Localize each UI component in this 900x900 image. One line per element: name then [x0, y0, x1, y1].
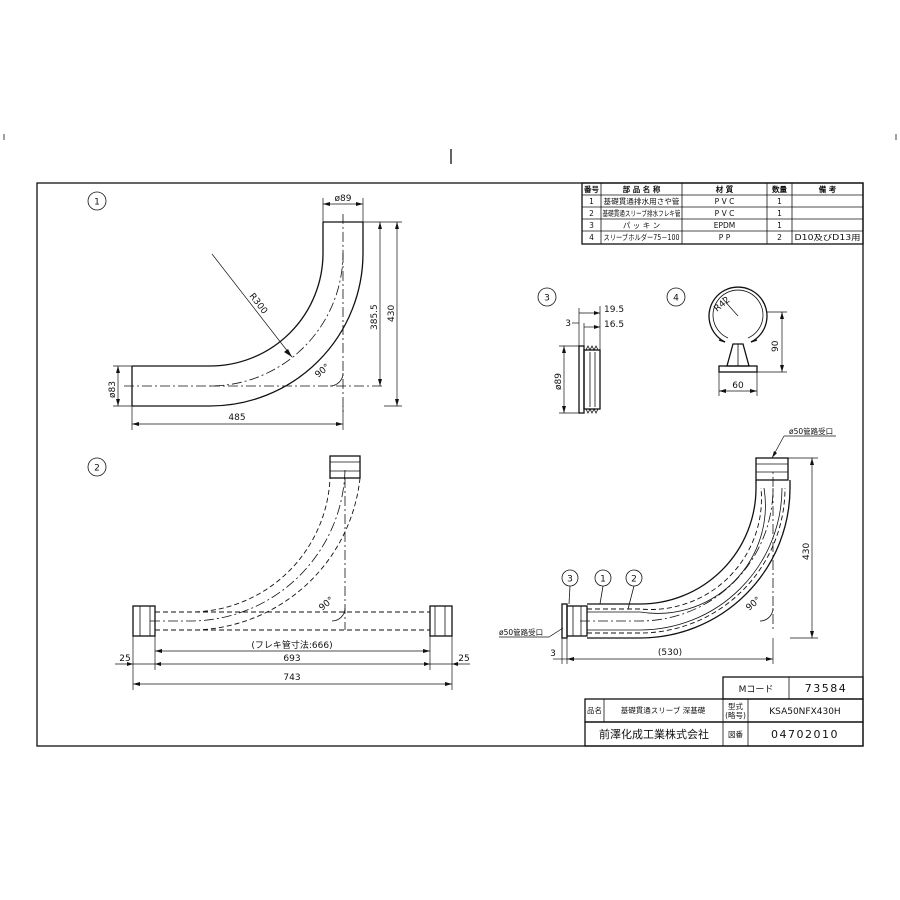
callout-2: 2	[631, 575, 637, 585]
dim-25-right: 25	[458, 654, 469, 664]
table-row: 2 基礎貫通スリーブ排水フレキ管 P V C 1	[589, 208, 782, 218]
callout-3: 3	[567, 575, 573, 585]
view-number-3: 3	[544, 294, 550, 304]
product-name: 基礎貫通スリーブ 深基礎	[621, 705, 706, 715]
assembly-view: 90° ø50管路受口 ø50管路受口 3 1 2 430 3	[499, 426, 836, 664]
table-header-material: 材 質	[716, 184, 734, 194]
angle-90-view1: 90°	[314, 362, 333, 380]
dim-16-5: 16.5	[604, 320, 624, 330]
dim-phi83: ø83	[108, 381, 118, 398]
svg-text:1: 1	[777, 197, 782, 206]
model-number: KSA50NFX430H	[769, 707, 840, 717]
svg-text:パ ッ キ ン: パ ッ キ ン	[623, 221, 660, 230]
table-header-name: 部 品 名 称	[623, 184, 661, 194]
model-label-1: 型式	[728, 701, 743, 711]
dim-693: 693	[283, 654, 300, 664]
drawing-frame	[36, 182, 864, 747]
m-code-label: Mコード	[739, 685, 774, 695]
svg-text:P V C: P V C	[715, 209, 735, 218]
svg-text:基礎貫通排水用さや管: 基礎貫通排水用さや管	[604, 196, 681, 206]
table-row: 3 パ ッ キ ン EPDM 1	[589, 221, 782, 230]
title-block: Mコード 73584 品名 基礎貫通スリーブ 深基礎 型式 (略号) KSA50…	[584, 676, 864, 747]
model-label-2: (略号)	[725, 710, 746, 720]
table-row: 4 スリーブホルダー75－100 P P 2 D10及びD13用	[589, 232, 860, 242]
view-number-4: 4	[673, 294, 679, 304]
dim-530: (530)	[658, 648, 682, 658]
dim-385-5: 385.5	[370, 304, 380, 330]
svg-text:P V C: P V C	[715, 197, 735, 206]
dim-3-assembly: 3	[550, 649, 556, 659]
dim-743: 743	[283, 673, 300, 683]
angle-90-view2: 90°	[318, 595, 337, 613]
view-3-gasket: 3 19.5 16.5 3 ø89	[537, 287, 624, 414]
view-1-elbow: 1 R300 90° ø89 385.5 430	[87, 191, 402, 430]
svg-text:4: 4	[589, 233, 594, 242]
dim-flex-666: (フレキ管寸法:666)	[251, 639, 332, 651]
svg-text:1: 1	[589, 197, 594, 206]
dim-90-view4: 90	[771, 340, 781, 352]
drawing-number-label: 図番	[728, 729, 743, 739]
view-4-holder: 4 R42 90 60	[666, 286, 787, 396]
view-2-flex: 2 90° (フレキ管寸法:666)	[87, 455, 470, 690]
dim-485: 485	[228, 413, 245, 423]
svg-text:3: 3	[589, 221, 594, 230]
table-header-no: 番号	[583, 184, 599, 194]
callout-1: 1	[600, 575, 606, 585]
dim-19-5: 19.5	[604, 305, 624, 315]
svg-text:2: 2	[589, 209, 594, 218]
svg-text:スリーブホルダー75－100: スリーブホルダー75－100	[604, 232, 680, 242]
label-phi50-top: ø50管路受口	[789, 426, 833, 436]
dim-430-view1: 430	[387, 305, 397, 322]
svg-text:D10及びD13用: D10及びD13用	[795, 233, 861, 242]
table-header-qty: 数量	[772, 184, 787, 194]
name-label: 品名	[587, 705, 602, 715]
svg-text:2: 2	[777, 233, 782, 242]
dim-3-view3: 3	[565, 319, 571, 329]
svg-text:EPDM: EPDM	[714, 221, 736, 230]
label-phi50-left: ø50管路受口	[499, 627, 543, 637]
company-name: 前澤化成工業株式会社	[599, 727, 709, 741]
view-number-2: 2	[94, 464, 100, 474]
angle-90-assembly: 90°	[745, 595, 764, 613]
table-row: 1 基礎貫通排水用さや管 P V C 1	[589, 196, 782, 206]
dim-430-assembly: 430	[802, 543, 812, 560]
m-code-value: 73584	[805, 682, 848, 695]
svg-text:1: 1	[777, 209, 782, 218]
dim-phi89-view1: ø89	[335, 194, 352, 204]
drawing-number: 04702010	[771, 728, 839, 741]
dim-25-left: 25	[119, 654, 130, 664]
svg-text:基礎貫通スリーブ排水フレキ管: 基礎貫通スリーブ排水フレキ管	[603, 208, 681, 218]
dim-phi89-view3: ø89	[554, 373, 564, 390]
svg-text:P P: P P	[719, 233, 731, 242]
svg-text:1: 1	[777, 221, 782, 230]
table-header-remarks: 備 考	[819, 184, 837, 194]
dim-60: 60	[732, 381, 744, 391]
view-number-1: 1	[94, 198, 100, 208]
parts-table: 番号 部 品 名 称 材 質 数量 備 考 1 基礎貫通排水用さや管 P V C…	[581, 182, 864, 245]
